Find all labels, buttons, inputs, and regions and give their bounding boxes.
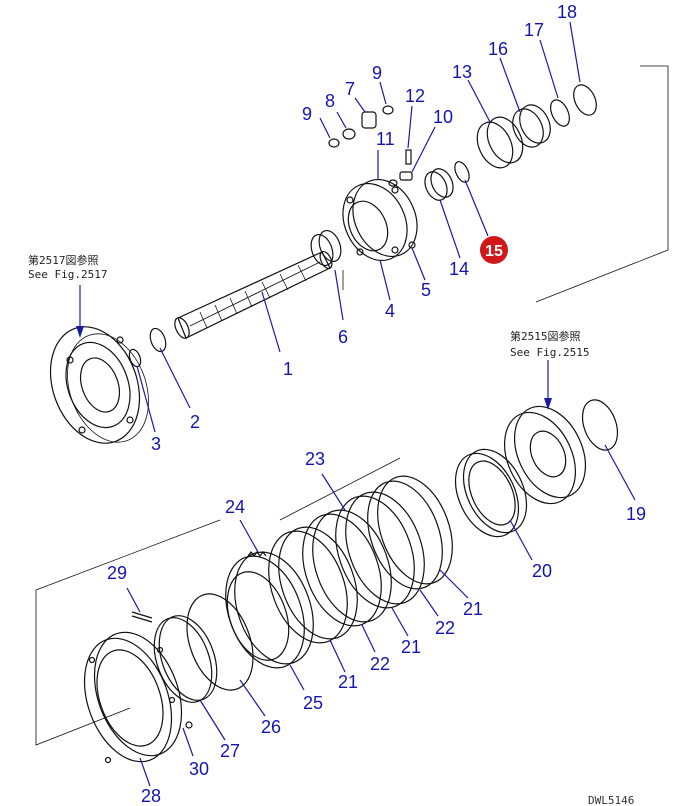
upper-group-outline: [342, 65, 669, 303]
ref-fig2515-jp: 第2515図参照: [510, 329, 581, 343]
callout-2: 2: [190, 412, 200, 432]
callout-27: 27: [220, 741, 240, 761]
callout-15: 15: [485, 243, 503, 260]
ring-6-part: [310, 229, 342, 267]
spring-24-part: [247, 551, 267, 557]
snap-ring-2-part: [149, 327, 167, 353]
callout-12: 12: [405, 86, 425, 106]
ref-fig2515-en: See Fig.2515: [510, 346, 589, 359]
highlight-circle: [480, 236, 508, 264]
callout-21a: 21: [463, 599, 483, 619]
housing-28-part: [83, 631, 183, 764]
callout-17: 17: [524, 20, 544, 40]
callout-21b: 21: [401, 637, 421, 657]
callout-9a: 9: [302, 104, 312, 124]
ring-19-part: [581, 399, 619, 451]
leader-19: [604, 444, 636, 501]
callout-14: 14: [449, 259, 469, 279]
main-shaft-part: [174, 250, 333, 339]
snap-ring-3-part: [128, 348, 142, 368]
callout-19: 19: [626, 504, 646, 524]
callout-13: 13: [452, 62, 472, 82]
callout-28: 28: [141, 786, 161, 806]
callout-16: 16: [488, 39, 508, 59]
callout-1: 1: [283, 359, 293, 379]
callout-18: 18: [557, 2, 577, 22]
callout-26: 26: [261, 717, 281, 737]
callout-3: 3: [151, 434, 161, 454]
pins-part: [131, 611, 193, 729]
callout-22b: 22: [370, 654, 390, 674]
callout-25: 25: [303, 693, 323, 713]
clutch-plates-part: [268, 475, 453, 644]
ref-fig2517-en: See Fig.2517: [28, 268, 107, 281]
callout-22a: 22: [435, 618, 455, 638]
leader-20: [509, 519, 533, 561]
arrow-fig2515: [544, 398, 552, 410]
callout-15-highlight: 15: [480, 236, 508, 264]
lower-leaders: [126, 473, 469, 787]
bearings-upper-part: [424, 84, 597, 201]
callout-6: 6: [338, 327, 348, 347]
callout-23: 23: [305, 449, 325, 469]
callout-10: 10: [433, 107, 453, 127]
callout-20: 20: [532, 561, 552, 581]
callout-4: 4: [385, 301, 395, 321]
arrow-fig2517: [76, 326, 84, 338]
hub-fig2515-part: [504, 405, 586, 505]
carrier-4-part: [342, 178, 418, 262]
callout-9b: 9: [372, 63, 382, 83]
callout-24: 24: [225, 497, 245, 517]
ref-fig2517-jp: 第2517図参照: [28, 253, 99, 267]
callout-30: 30: [189, 759, 209, 779]
callout-29: 29: [107, 563, 127, 583]
callout-8: 8: [325, 91, 335, 111]
piston-25-part: [225, 551, 314, 669]
callout-11: 11: [376, 129, 395, 149]
small-fasteners-part: [319, 81, 436, 249]
seal-rings-part: [153, 593, 254, 703]
gear-20-part: [454, 448, 528, 538]
callout-21c: 21: [338, 672, 358, 692]
upper-leaders: [136, 21, 581, 433]
drawing-code: DWL5146: [588, 794, 634, 806]
callout-5: 5: [421, 280, 431, 300]
lower-group-outline: [35, 457, 401, 746]
left-housing-part: [49, 326, 149, 444]
callout-7: 7: [345, 79, 355, 99]
